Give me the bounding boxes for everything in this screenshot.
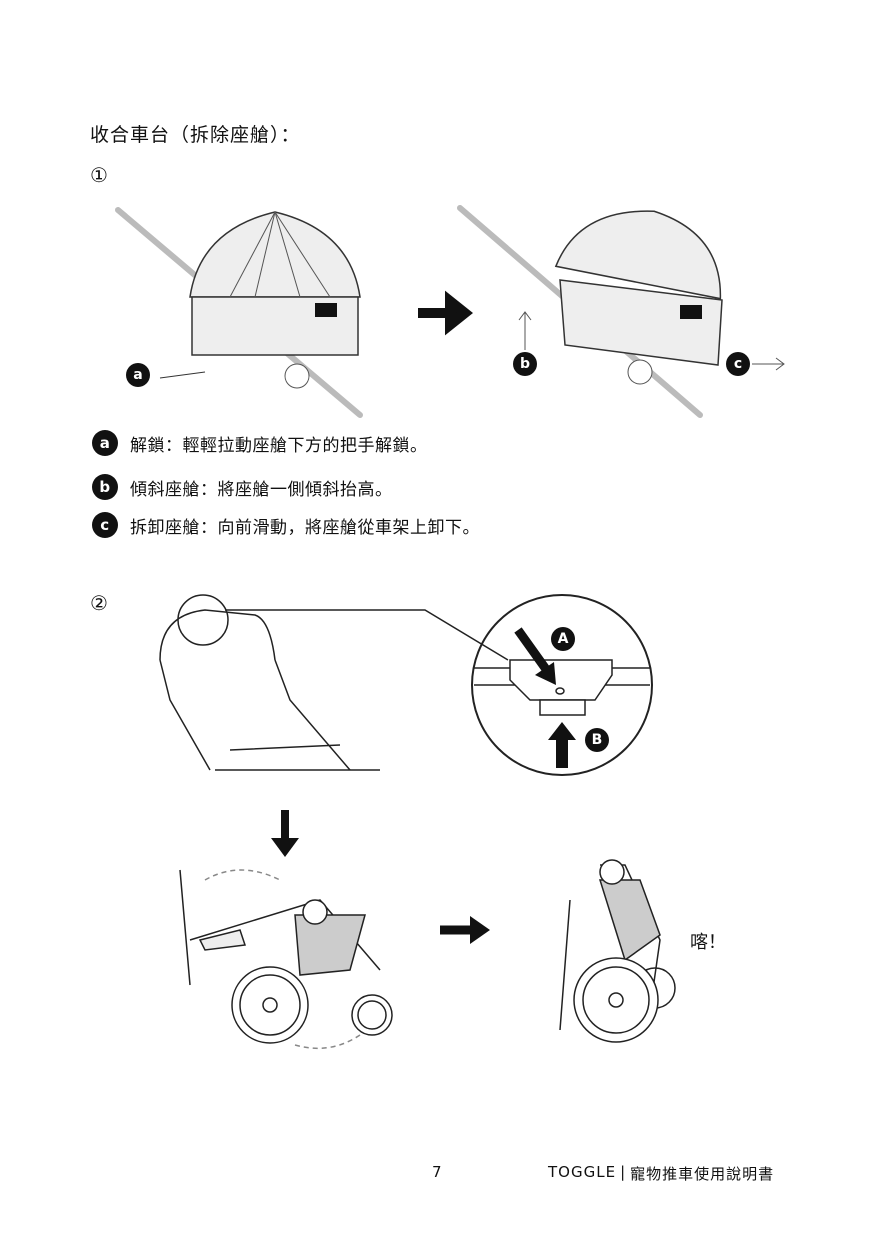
step-badge: b: [92, 474, 118, 500]
step-badge: a: [92, 430, 118, 456]
label-b: b: [513, 352, 537, 376]
step-c: c 拆卸座艙：向前滑動，將座艙從車架上卸下。: [92, 512, 480, 538]
separator: |: [620, 1163, 627, 1181]
footer-title: TOGGLE | 寵物推車使用說明書: [548, 1163, 774, 1184]
brand-tag-icon: [315, 303, 337, 317]
step-text: 解鎖：輕輕拉動座艙下方的把手解鎖。: [130, 435, 428, 456]
step-number-1: ①: [90, 163, 108, 187]
label-B: B: [585, 728, 609, 752]
page-title: 收合車台（拆除座艙）：: [90, 124, 301, 146]
step-text: 傾斜座艙：將座艙一側傾斜抬高。: [130, 479, 393, 500]
step-text: 拆卸座艙：向前滑動，將座艙從車架上卸下。: [130, 517, 480, 538]
step-b: b 傾斜座艙：將座艙一側傾斜抬高。: [92, 474, 393, 500]
label-A: A: [551, 627, 575, 651]
label-c: c: [726, 352, 750, 376]
step-a: a 解鎖：輕輕拉動座艙下方的把手解鎖。: [92, 430, 428, 456]
brand-name: TOGGLE: [548, 1163, 617, 1181]
label-a: a: [126, 363, 150, 387]
step-number-2: ②: [90, 591, 108, 615]
step-badge: c: [92, 512, 118, 538]
click-sound-text: 喀！: [690, 932, 726, 953]
page-number: 7: [432, 1163, 443, 1181]
hand-icon: [159, 371, 206, 379]
document-title: 寵物推車使用說明書: [630, 1165, 775, 1183]
arrow-right-icon: [418, 290, 474, 336]
